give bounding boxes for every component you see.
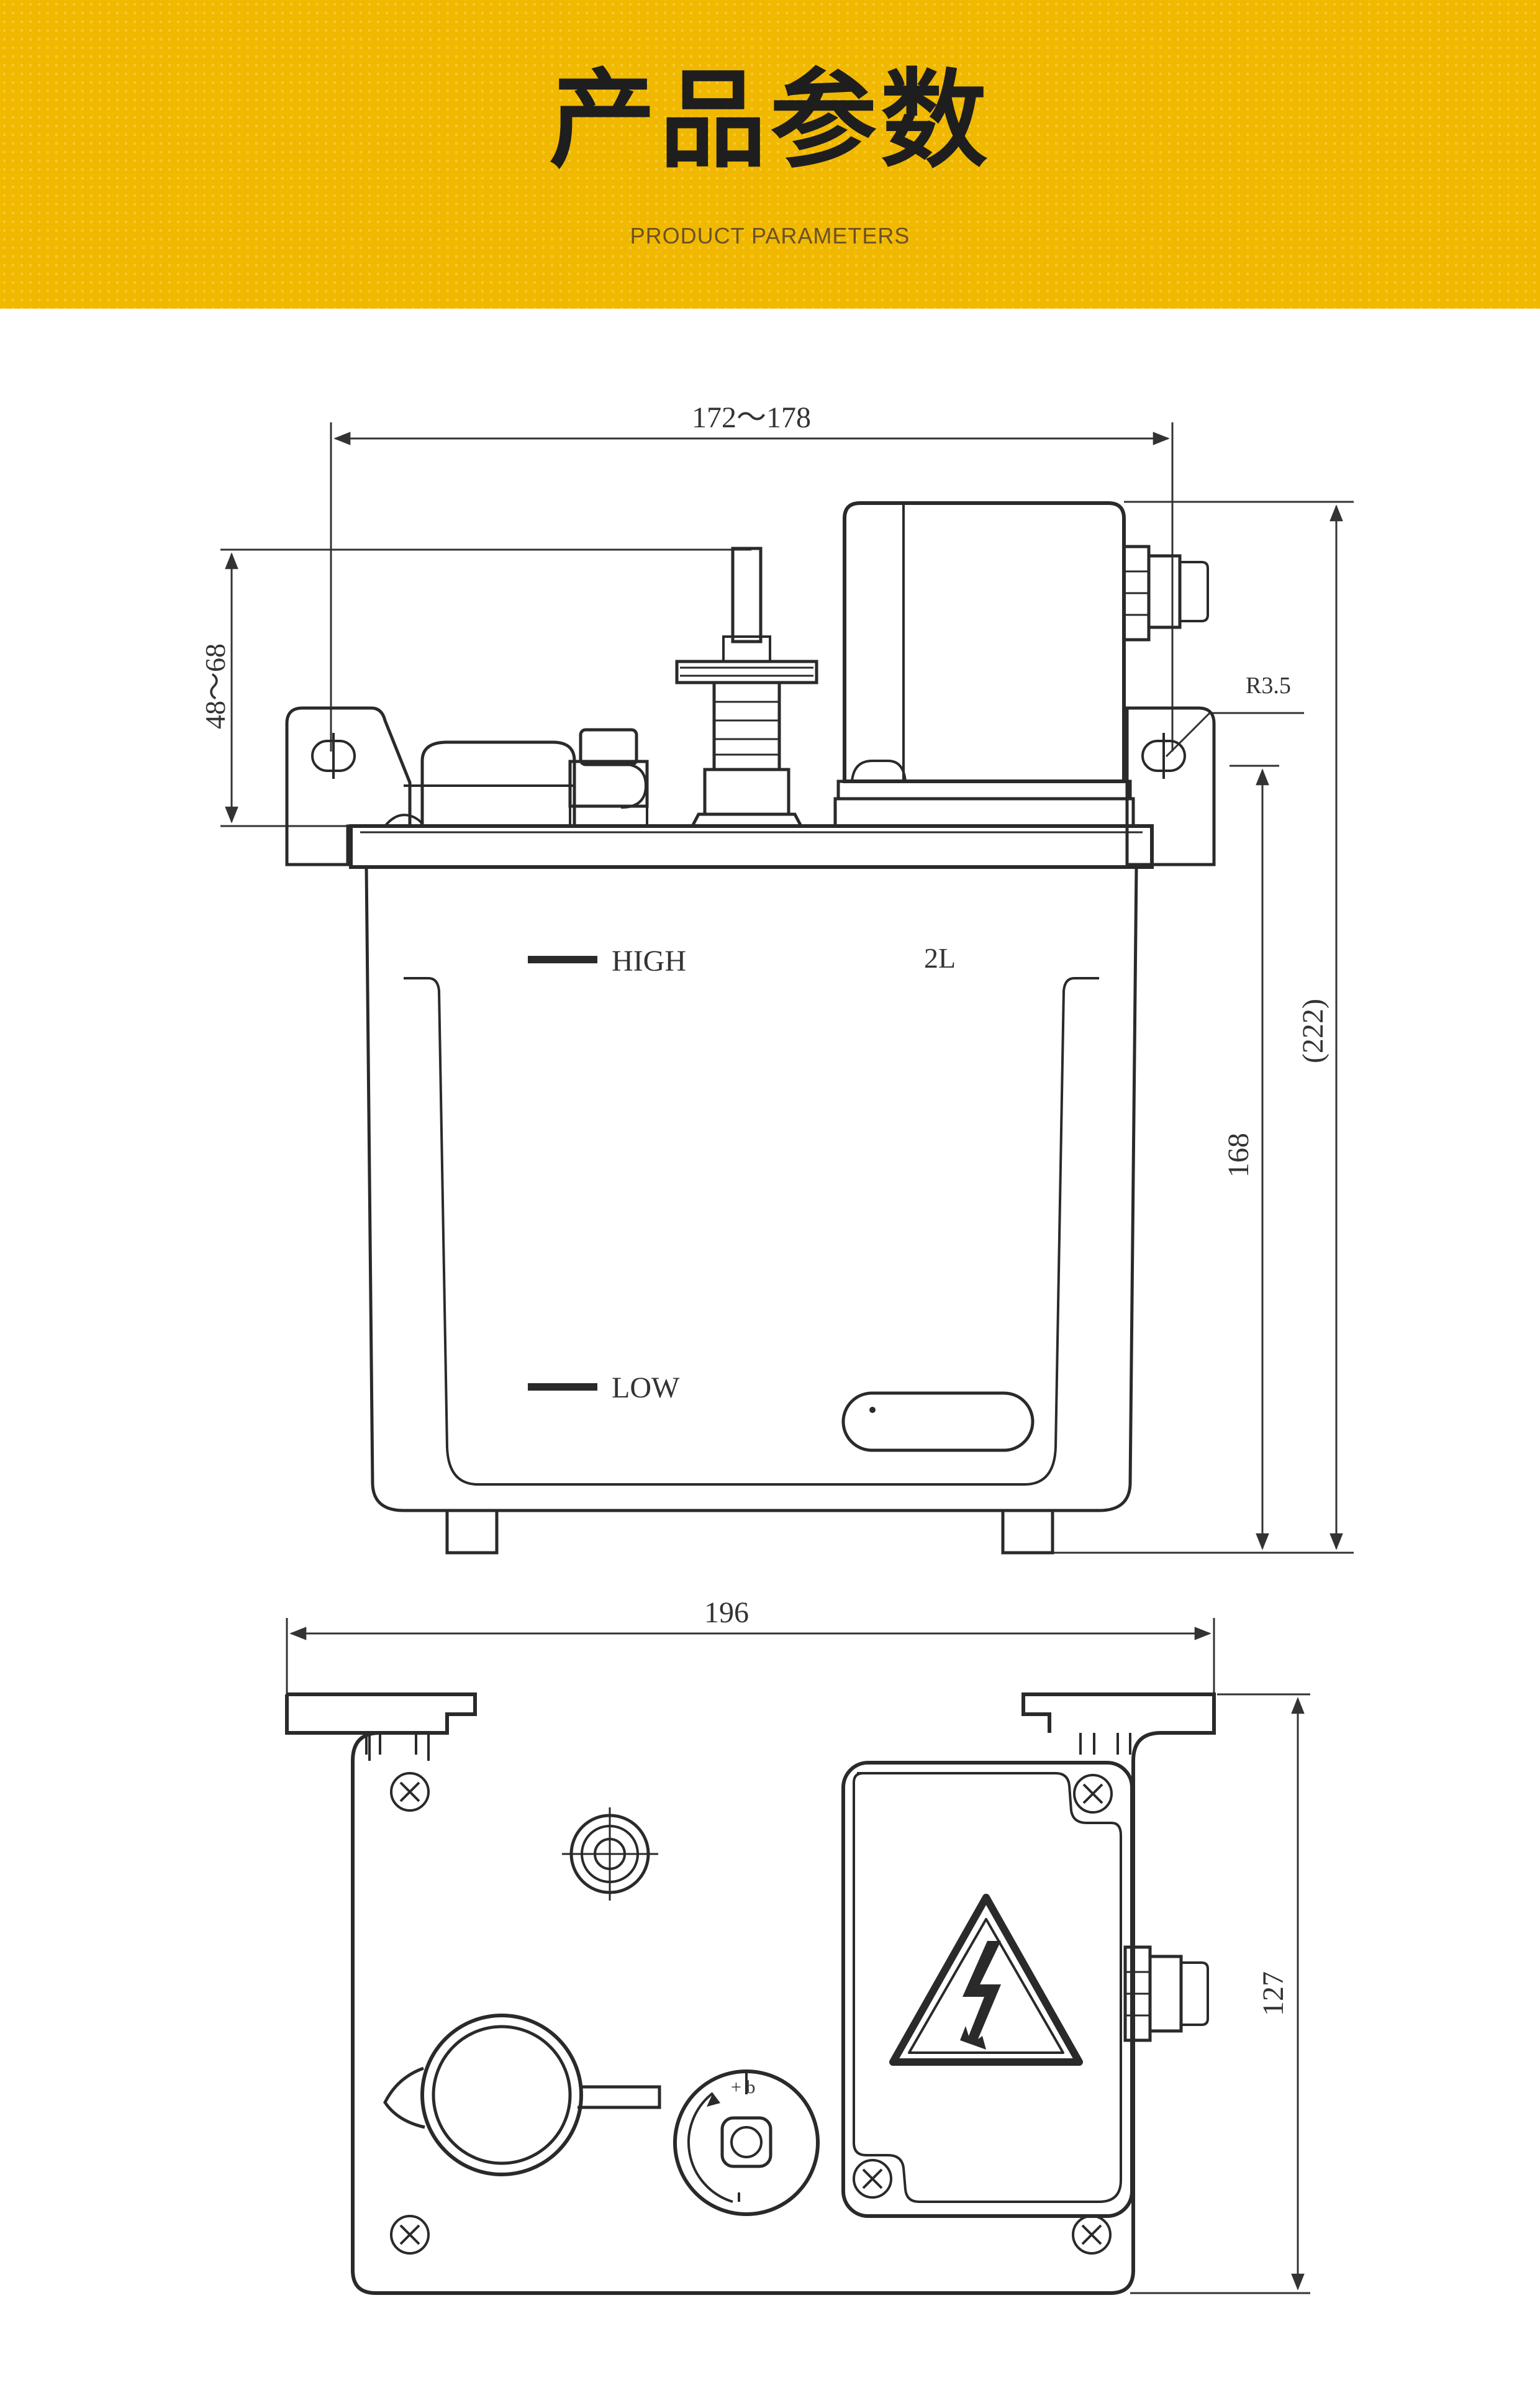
screw-cross-icon — [390, 2215, 430, 2255]
dim-label-height-offset: 48～68 — [199, 643, 231, 729]
dim-label-width-top: 196 — [704, 1596, 749, 1629]
sight-window — [841, 1391, 1035, 1452]
dimension-width-top: 196 — [286, 1596, 1215, 1733]
dim-label-radius: R3.5 — [1246, 673, 1291, 699]
dimension-depth-top: 127 — [1130, 1693, 1310, 2294]
dim-label-tank-height: 168 — [1222, 1133, 1255, 1178]
dial-mark-label: + b — [731, 2077, 755, 2097]
dim-label-total-height: (222) — [1297, 999, 1329, 1063]
high-voltage-warning-icon — [889, 1894, 1083, 2066]
screw-cross-icon — [853, 2159, 892, 2199]
capacity-label: 2L — [924, 942, 956, 974]
dimension-height-offset: 48～68 — [199, 548, 751, 827]
page-subtitle: PRODUCT PARAMETERS — [630, 223, 910, 248]
header-banner: 产品参数 PRODUCT PARAMETERS — [0, 0, 1540, 309]
level-label-low: LOW — [612, 1371, 680, 1404]
front-view: 172～178 48～68 168 (222) R3.5 — [199, 401, 1354, 1555]
radius-callout: R3.5 — [1165, 673, 1304, 758]
filler-cap-top — [383, 2014, 661, 2176]
screw-cross-icon — [390, 1772, 430, 1812]
dimension-heights-right: 168 (222) — [1049, 501, 1354, 1554]
screw-cross-icon — [1072, 2215, 1112, 2255]
screw-cross-icon — [1073, 1774, 1113, 1814]
dim-label-depth-top: 127 — [1257, 1971, 1290, 2016]
dim-label-width-front: 172～178 — [692, 401, 811, 434]
outlet-fitting — [562, 1807, 658, 1901]
electrical-box — [841, 1761, 1209, 2218]
level-label-high: HIGH — [612, 945, 686, 978]
page-title: 产品参数 — [549, 58, 991, 183]
adjustment-dial: + b — [673, 2069, 820, 2216]
top-view: 196 127 — [285, 1596, 1310, 2295]
dimension-width-front: 172～178 — [330, 401, 1174, 752]
